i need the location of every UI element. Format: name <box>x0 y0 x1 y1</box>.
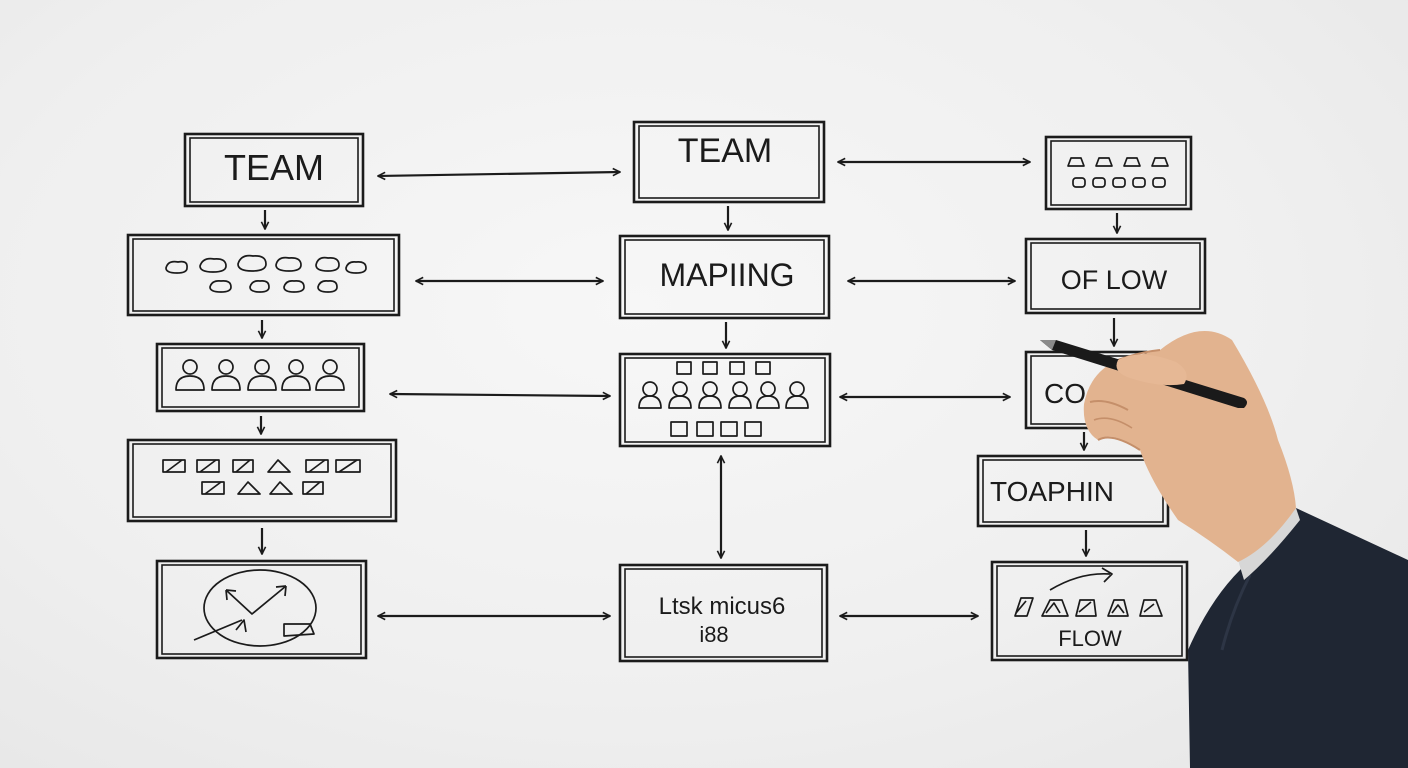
box-left-tickets <box>126 438 398 523</box>
box-center-list-line1: Ltsk micus6 <box>659 593 786 620</box>
cycle-diagram-icon <box>193 569 317 647</box>
people-group-icon <box>175 359 345 391</box>
hand-with-marker <box>1040 331 1408 768</box>
box-center-list-line2: i88 <box>699 622 728 647</box>
arrow-h-row1-left <box>378 172 620 176</box>
box-left-team-label: TEAM <box>224 147 324 188</box>
box-right-tiles <box>1044 135 1193 211</box>
box-right-flow: FLOW <box>990 560 1189 662</box>
flow-shapes-icon <box>1014 567 1163 617</box>
box-right-flow-label: FLOW <box>1058 626 1122 651</box>
crowd-group-icon <box>638 361 809 437</box>
box-right-toaphin: TOAPHIN <box>976 454 1170 528</box>
box-center-team: TEAM <box>632 120 826 204</box>
box-left-team: TEAM <box>183 132 365 208</box>
ticket-group-icon <box>162 459 361 495</box>
blob-group-icon <box>165 254 367 293</box>
box-right-oflow: OF LOW <box>1024 237 1207 315</box>
box-center-list: Ltsk micus6 i88 <box>618 563 829 663</box>
box-right-oflow-label: OF LOW <box>1061 265 1168 295</box>
box-left-people <box>155 342 366 413</box>
tiles-group-icon <box>1067 157 1169 188</box>
hand <box>1083 331 1296 562</box>
box-left-blobs <box>126 233 401 317</box>
box-left-cycle <box>155 559 368 660</box>
box-right-toaphin-label: TOAPHIN <box>990 476 1114 507</box>
box-center-mapping: MAPIING <box>618 234 831 320</box>
box-center-team-label: TEAM <box>678 132 772 170</box>
box-right-co-label: CO <box>1044 378 1086 409</box>
arrow-h-row3-left <box>390 394 610 396</box>
box-center-crowd <box>618 352 832 448</box>
box-center-mapping-label: MAPIING <box>659 257 794 293</box>
